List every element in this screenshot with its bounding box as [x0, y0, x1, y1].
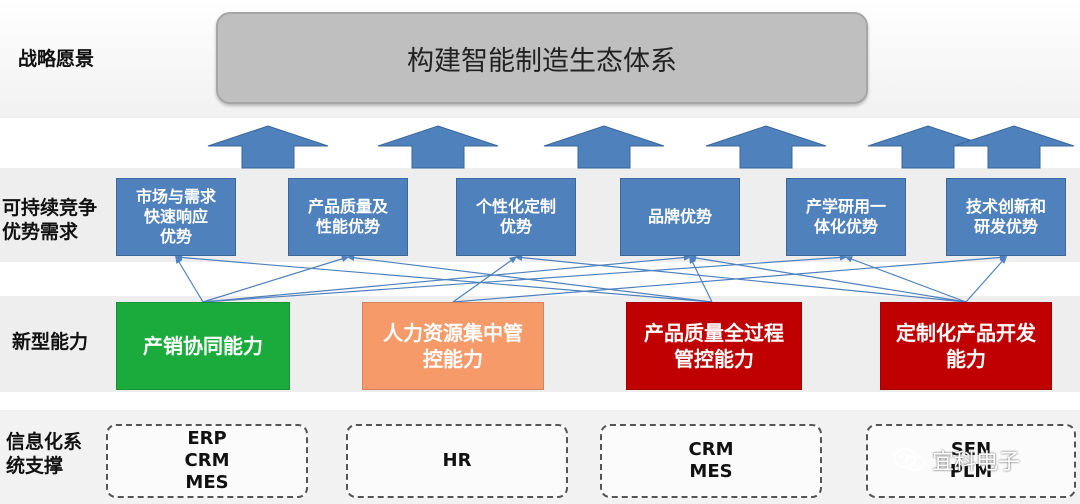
row-label-needs: 可持续竞争 优势需求 [2, 197, 98, 243]
capability-box-3: 产品质量全过程 管控能力 [626, 302, 802, 390]
watermark-text: 宜科电子 [932, 450, 1021, 475]
up-arrow-3 [543, 125, 665, 169]
link-line-6 [452, 256, 1007, 303]
vision-box: 构建智能制造生态体系 [216, 12, 868, 104]
capability-box-2: 人力资源集中管 控能力 [362, 302, 544, 390]
up-arrow-6 [953, 125, 1075, 169]
link-line-2 [202, 256, 349, 303]
row-label-capability: 新型能力 [12, 331, 89, 353]
capability-box-4: 定制化产品开发 能力 [880, 302, 1052, 390]
link-arrowhead-2 [341, 255, 350, 262]
up-arrow-1 [207, 125, 329, 169]
link-arrowhead-3 [683, 254, 692, 261]
link-line-13 [965, 256, 1007, 303]
link-arrowhead-5 [509, 256, 518, 264]
link-line-7 [175, 256, 713, 303]
link-line-5 [452, 256, 517, 303]
need-box-2: 产品质量及 性能优势 [288, 178, 408, 256]
system-box-2: HR [346, 424, 568, 498]
link-arrowhead-13 [999, 255, 1008, 264]
capability-box-1: 产销协同能力 [116, 302, 290, 390]
link-arrowhead-8 [346, 254, 355, 261]
up-arrow-4 [705, 125, 827, 169]
system-box-4: SEN PLM [866, 424, 1076, 498]
need-box-6: 技术创新和 研发优势 [946, 178, 1066, 256]
link-line-1 [175, 256, 204, 303]
link-line-12 [845, 256, 967, 303]
up-arrow-2 [377, 125, 499, 169]
link-line-8 [347, 256, 713, 303]
link-arrowhead-4 [839, 254, 848, 261]
link-arrowhead-10 [514, 254, 523, 261]
link-line-9 [689, 256, 713, 303]
wechat-icon [893, 448, 925, 471]
row-label-vision: 战略愿景 [18, 48, 95, 70]
link-line-10 [515, 256, 967, 303]
need-box-4: 品牌优势 [620, 178, 740, 256]
need-box-3: 个性化定制 优势 [456, 178, 576, 256]
need-box-5: 产学研用一 体化优势 [786, 178, 906, 256]
link-arrowhead-11 [688, 254, 697, 262]
link-line-4 [202, 256, 847, 303]
watermark: 宜科电子 [892, 440, 1062, 480]
up-arrow-5 [867, 125, 989, 169]
link-line-11 [689, 256, 967, 303]
need-box-1: 市场与需求 快速响应 优势 [116, 178, 236, 256]
link-arrowhead-12 [844, 256, 853, 263]
system-box-1: ERP CRM MES [106, 424, 308, 498]
system-box-3: CRM MES [600, 424, 822, 498]
row-label-systems: 信息化系 统支撑 [6, 431, 83, 477]
link-arrowhead-7 [174, 254, 183, 261]
